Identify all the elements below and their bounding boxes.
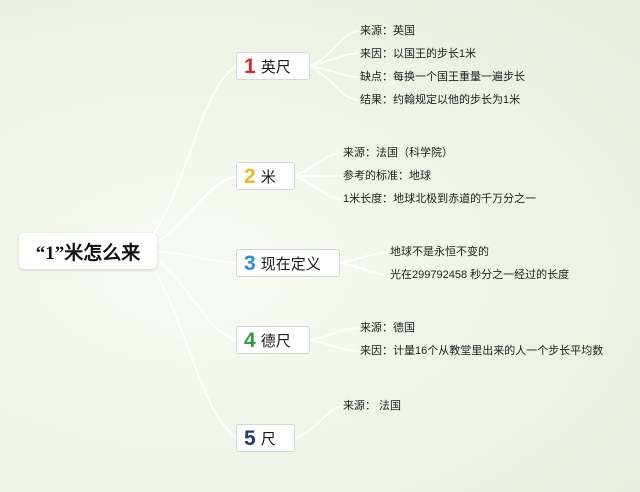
link-root-branch-4: [154, 257, 237, 341]
branch-5-chi[interactable]: 5 尺: [236, 424, 295, 452]
branch-2-detail-3: 1米长度：地球北极到赤道的千万分之一: [343, 193, 537, 205]
branch-1-detail-4: 结果：约翰规定以他的步长为1米: [360, 94, 521, 106]
link-branch-2-detail-1: [294, 152, 342, 177]
branch-4-number: 4: [244, 328, 256, 352]
link-branch-4-detail-2: [309, 339, 359, 352]
branch-1-detail-2: 来因：以国王的步长1米: [360, 48, 477, 60]
branch-4-german-foot[interactable]: 4 德尺: [236, 326, 310, 354]
branch-5-number: 5: [244, 426, 256, 450]
branch-4-label: 德尺: [260, 332, 291, 350]
link-branch-3-detail-1: [339, 251, 389, 264]
link-branch-1-detail-4: [309, 65, 359, 101]
branch-1-number: 1: [244, 54, 256, 78]
branch-1-detail-3: 缺点：每换一个国王重量一遍步长: [360, 71, 525, 83]
branch-1-detail-1: 来源：英国: [360, 25, 415, 37]
branch-2-label: 米: [260, 168, 276, 186]
branch-3-current-definition[interactable]: 3 现在定义: [236, 249, 340, 277]
link-branch-4-detail-1: [309, 327, 359, 341]
branch-3-detail-1: 地球不是永恒不变的: [390, 246, 489, 258]
link-root-branch-5: [149, 261, 237, 439]
root-topic[interactable]: “1”米怎么来: [19, 233, 157, 269]
link-branch-1-detail-1: [309, 30, 359, 67]
branch-1-label: 英尺: [260, 58, 291, 76]
link-branch-2-detail-3: [294, 175, 342, 200]
branch-5-label: 尺: [260, 430, 276, 448]
link-branch-5-detail-1: [294, 405, 342, 439]
link-branch-1-detail-3: [309, 65, 359, 78]
branch-2-detail-2: 参考的标准：地球: [343, 170, 431, 182]
branch-5-detail-1: 来源： 法国: [343, 400, 402, 412]
branch-2-number: 2: [244, 164, 256, 188]
branch-3-number: 3: [244, 251, 256, 275]
branch-3-detail-2: 光在299792458 秒分之一经过的长度: [390, 269, 570, 281]
root-topic-label: “1”米怎么来: [35, 242, 141, 264]
branch-4-detail-1: 来源：德国: [360, 322, 415, 334]
branch-1-english-foot[interactable]: 1 英尺: [236, 52, 310, 80]
branch-3-label: 现在定义: [260, 255, 321, 273]
link-root-branch-1: [149, 65, 237, 241]
link-root-branch-2: [154, 175, 237, 245]
link-branch-1-detail-2: [309, 52, 359, 67]
branch-4-detail-2: 来因：计量16个从教堂里出来的人一个步长平均数: [360, 345, 604, 357]
link-branch-3-detail-2: [339, 262, 389, 276]
branch-2-detail-1: 来源：法国（科学院）: [343, 147, 453, 159]
branch-2-meter[interactable]: 2 米: [236, 162, 295, 190]
link-root-branch-3: [156, 250, 237, 264]
